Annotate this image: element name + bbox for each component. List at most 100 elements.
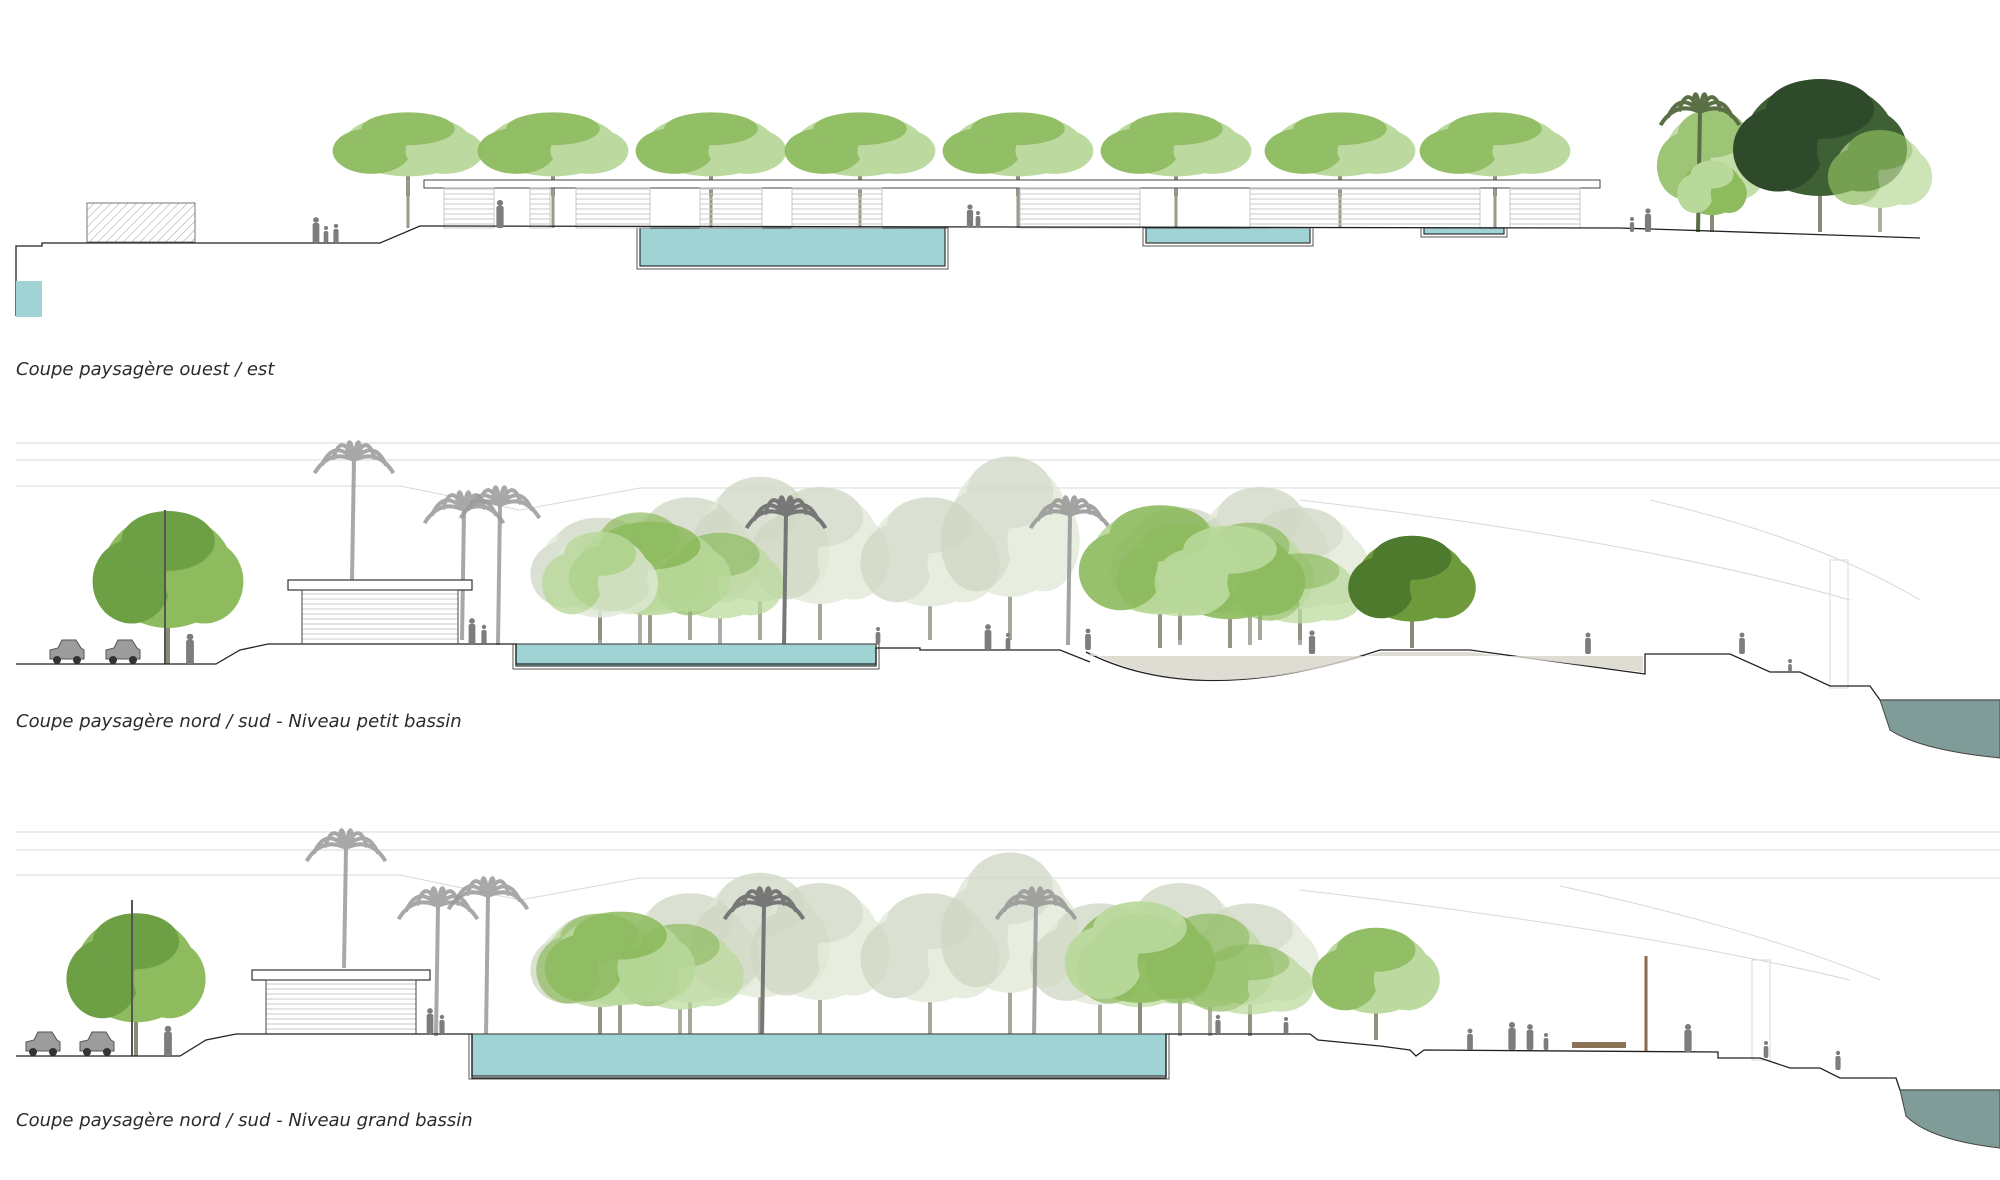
- viaduct-arch: [1299, 499, 1851, 601]
- palm-tree: [458, 485, 542, 646]
- viaduct-pier: [1829, 559, 1849, 689]
- pergola-screen: [1509, 187, 1581, 229]
- tree: [1100, 112, 1252, 196]
- water-basin: [1145, 227, 1311, 244]
- person-figure: [481, 624, 487, 644]
- person-figure: [1788, 659, 1792, 672]
- sea-slope: [1899, 1089, 2000, 1149]
- skate-plaza-fill: [1090, 652, 1643, 680]
- person-figure: [1644, 208, 1652, 232]
- tree: [544, 911, 696, 1034]
- car: [105, 639, 141, 664]
- palm-tree: [304, 828, 388, 969]
- tree: [1419, 112, 1571, 196]
- buildings-and-pergolas: [86, 179, 1626, 1048]
- person-figure: [1629, 217, 1635, 232]
- ground-profiles: [15, 225, 2000, 1149]
- tree: [1827, 130, 1933, 232]
- tree: [1154, 525, 1306, 648]
- person-figure: [984, 624, 992, 650]
- person-figure: [1215, 1014, 1221, 1034]
- person-figure: [333, 223, 339, 243]
- person-figure: [1585, 632, 1591, 654]
- tree: [940, 456, 1080, 640]
- ground-line-north-south-1: [16, 643, 1091, 665]
- person-figure: [323, 226, 329, 243]
- person-figure: [966, 204, 974, 228]
- palm-tree: [994, 886, 1078, 1037]
- person-figure: [875, 627, 881, 644]
- pavilion-facade: [265, 979, 417, 1035]
- tree: [332, 112, 484, 196]
- section-caption-north-south-large-basin: Coupe paysagère nord / sud - Niveau gran…: [16, 1110, 473, 1131]
- person-figure: [1763, 1041, 1769, 1058]
- pergola-screen: [443, 187, 495, 229]
- pavilion-facade: [301, 589, 459, 645]
- water-basin: [639, 227, 946, 267]
- tree: [92, 511, 244, 664]
- palm-tree: [1028, 495, 1112, 646]
- tree: [1264, 112, 1416, 196]
- tree: [942, 112, 1094, 196]
- viaduct-arch-line: [16, 485, 2000, 511]
- pavilion-roof: [287, 579, 473, 591]
- pergola-screen: [575, 187, 651, 229]
- pergola-screen: [1019, 187, 1141, 229]
- basin-edge: [512, 643, 880, 670]
- person-figure: [312, 217, 320, 243]
- tree: [1348, 535, 1476, 648]
- person-figure: [1005, 633, 1011, 650]
- tree: [1064, 901, 1216, 1034]
- pergola-roof: [423, 179, 1601, 189]
- tree: [635, 112, 787, 196]
- palm-tree: [312, 440, 396, 581]
- tree: [1677, 160, 1747, 232]
- people-and-vehicles: [25, 199, 1841, 1070]
- foreground-trees: [66, 79, 1933, 1056]
- pergola-screen: [791, 187, 883, 229]
- person-figure: [1308, 630, 1316, 654]
- person-figure: [426, 1008, 434, 1034]
- viaduct-pier: [1751, 959, 1771, 1061]
- viaduct-arch: [1559, 885, 1881, 981]
- basin-edge: [468, 1033, 1170, 1080]
- tree: [477, 112, 629, 196]
- person-figure: [1526, 1024, 1534, 1050]
- palm-tree: [722, 886, 806, 1037]
- person-figure: [1835, 1050, 1841, 1070]
- tree: [542, 531, 658, 644]
- water-basin: [1423, 227, 1505, 235]
- person-figure: [468, 618, 476, 644]
- viaduct-arch: [1649, 499, 1921, 601]
- bench: [1572, 1042, 1626, 1048]
- person-figure: [1467, 1028, 1473, 1050]
- person-figure: [1739, 632, 1745, 654]
- water-basin: [515, 643, 877, 667]
- pergola-screen: [699, 187, 763, 229]
- car: [49, 639, 85, 664]
- hatched-volume: [86, 202, 196, 243]
- tree: [1312, 927, 1440, 1040]
- person-figure: [1085, 628, 1091, 650]
- water-marker: [16, 281, 42, 317]
- section-caption-west-east: Coupe paysagère ouest / est: [16, 359, 275, 380]
- tree: [66, 913, 206, 1056]
- palm-tree: [446, 876, 530, 1037]
- pergola-screen: [1249, 187, 1481, 229]
- car: [25, 1031, 61, 1056]
- person-figure: [1684, 1023, 1692, 1052]
- pavilion-roof: [251, 969, 431, 981]
- person-figure: [439, 1014, 445, 1034]
- palm-tree: [744, 495, 828, 646]
- ground-line-west-east: [15, 225, 1921, 316]
- person-figure: [975, 211, 981, 228]
- water-basin: [471, 1033, 1167, 1077]
- sea-slope: [1879, 699, 2000, 759]
- car: [79, 1031, 115, 1056]
- person-figure: [1283, 1017, 1289, 1034]
- section-caption-north-south-small-basin: Coupe paysagère nord / sud - Niveau peti…: [16, 711, 462, 732]
- person-figure: [1543, 1033, 1549, 1050]
- pergola-screen: [529, 187, 551, 229]
